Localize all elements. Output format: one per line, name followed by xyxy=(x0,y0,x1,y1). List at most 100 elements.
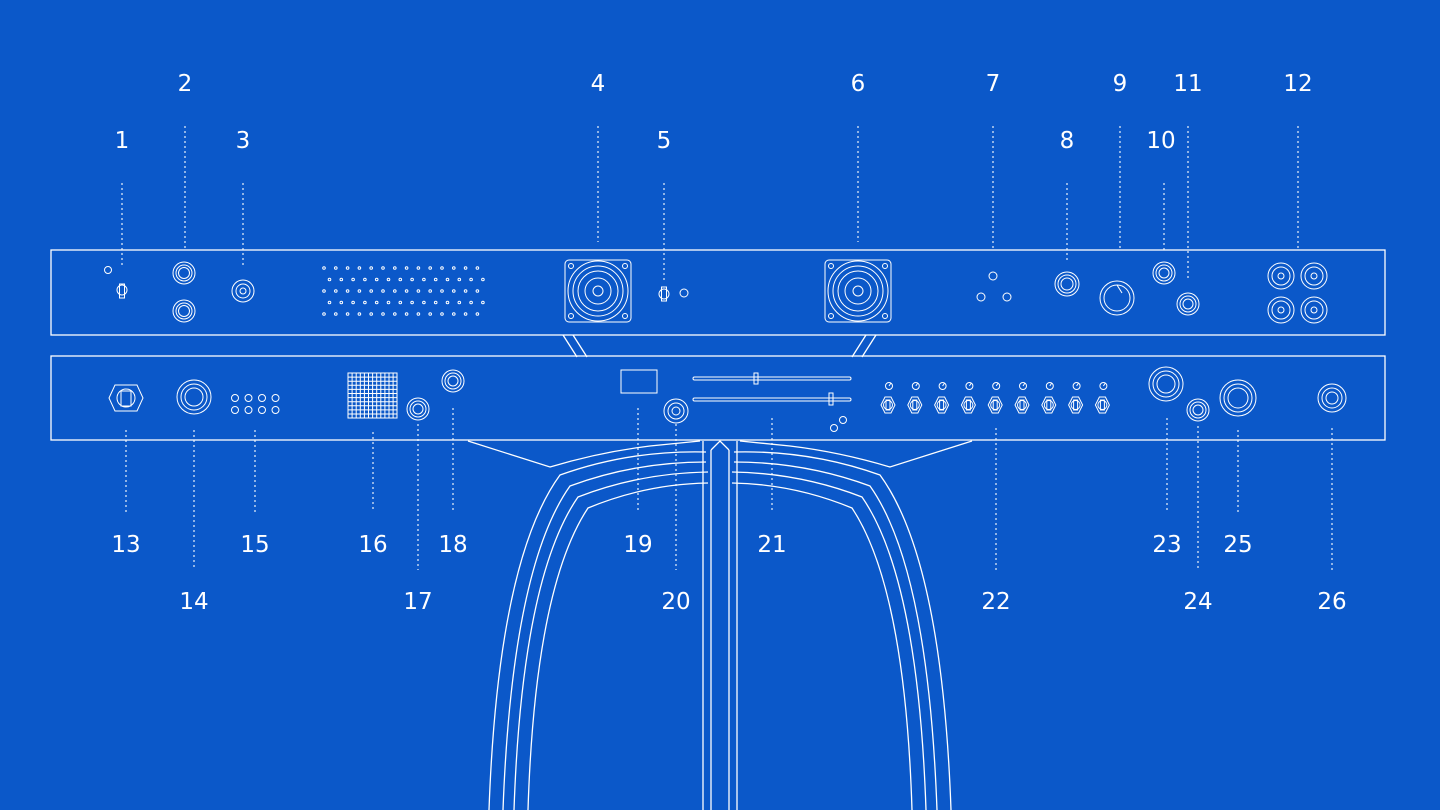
component-3-bnc-connector xyxy=(231,279,255,303)
grille-hole xyxy=(428,289,433,293)
component-16-display-grid xyxy=(347,372,398,419)
channel-toggle xyxy=(1094,382,1110,414)
component-21-faders xyxy=(692,372,852,432)
led xyxy=(231,406,239,414)
grille-hole xyxy=(416,312,421,316)
grille-hole xyxy=(440,266,444,270)
callout-5: 5 xyxy=(657,128,672,154)
grille-hole xyxy=(339,300,344,305)
component-2-jack-pair xyxy=(172,261,196,323)
component-4-speaker xyxy=(564,259,632,323)
component-25-jack xyxy=(1219,379,1257,417)
grille-hole xyxy=(393,266,397,270)
grille-hole xyxy=(440,312,444,316)
led xyxy=(271,394,280,402)
callout-2: 2 xyxy=(178,71,193,97)
grille-hole xyxy=(393,289,397,293)
grille-hole xyxy=(410,300,414,305)
grille-hole xyxy=(452,312,456,316)
grille-hole xyxy=(469,300,473,305)
grille-hole xyxy=(357,266,362,270)
grille-hole xyxy=(386,300,391,305)
callout-6: 6 xyxy=(851,71,866,97)
callout-1: 1 xyxy=(115,128,130,154)
callout-23: 23 xyxy=(1152,532,1181,558)
component-12-rca-quad xyxy=(1267,262,1328,324)
callout-3: 3 xyxy=(236,128,251,154)
grille-hole xyxy=(327,300,332,305)
grille-hole xyxy=(398,300,403,305)
grille-hole xyxy=(322,312,326,316)
grille-hole xyxy=(428,312,433,316)
top-panel xyxy=(50,249,1386,336)
bottom-panel xyxy=(50,355,1386,441)
component-5-toggle-and-led xyxy=(658,286,689,302)
grille-hole xyxy=(463,289,468,293)
grille-hole xyxy=(369,266,374,270)
callout-26: 26 xyxy=(1317,589,1346,615)
grille-hole xyxy=(433,300,438,305)
channel-toggle xyxy=(1068,382,1084,414)
led xyxy=(231,394,239,402)
grille-hole xyxy=(475,289,480,293)
channel-toggle xyxy=(907,382,923,414)
grille-hole xyxy=(381,312,385,316)
grille-hole xyxy=(357,289,362,293)
callout-7: 7 xyxy=(986,71,1001,97)
callout-18: 18 xyxy=(438,532,467,558)
grille-hole xyxy=(404,266,409,270)
callout-9: 9 xyxy=(1113,71,1128,97)
grille-hole xyxy=(369,312,374,316)
grille-hole xyxy=(322,266,326,270)
led xyxy=(258,406,266,414)
component-18-jack xyxy=(441,369,465,393)
grille-hole xyxy=(445,300,450,305)
grille-hole xyxy=(381,266,385,270)
grille-hole xyxy=(369,289,374,293)
grille-hole xyxy=(416,266,421,270)
grille-hole xyxy=(469,277,473,282)
grille-hole xyxy=(422,300,426,305)
callout-17: 17 xyxy=(403,589,432,615)
callout-20: 20 xyxy=(661,589,690,615)
grille-hole xyxy=(393,312,397,316)
grille-hole xyxy=(351,300,355,305)
grille-hole xyxy=(452,289,456,293)
component-1-led-and-toggle xyxy=(104,266,128,299)
grille-hole xyxy=(363,277,367,282)
callout-4: 4 xyxy=(591,71,606,97)
component-22-toggle-row xyxy=(880,382,1110,414)
callout-10: 10 xyxy=(1146,128,1175,154)
component-15-led-grid xyxy=(231,394,280,414)
leader-lines xyxy=(121,126,1333,570)
callout-24: 24 xyxy=(1183,589,1212,615)
component-24-jack xyxy=(1186,398,1210,422)
grille-hole xyxy=(410,277,414,282)
callout-19: 19 xyxy=(623,532,652,558)
grille-hole xyxy=(475,266,480,270)
callout-12: 12 xyxy=(1283,71,1312,97)
component-14-jack xyxy=(176,379,212,415)
grille-hole xyxy=(452,266,456,270)
grille-hole xyxy=(345,289,350,293)
grille-hole xyxy=(481,277,485,282)
grille-hole xyxy=(398,277,403,282)
grille-hole xyxy=(445,277,450,282)
channel-toggle xyxy=(960,382,976,414)
grille-hole xyxy=(463,266,468,270)
component-9-knob xyxy=(1099,280,1135,316)
grille-hole xyxy=(422,277,426,282)
component-7-led-triangle xyxy=(976,271,1012,302)
component-19-screen xyxy=(620,369,658,394)
grille-hole xyxy=(440,289,444,293)
callout-21: 21 xyxy=(757,532,786,558)
callout-13: 13 xyxy=(111,532,140,558)
stand xyxy=(467,334,973,810)
component-11-jack xyxy=(1176,292,1200,316)
grille-hole xyxy=(404,312,409,316)
component-13-power-switch xyxy=(108,384,144,412)
grille-hole xyxy=(322,289,326,293)
grille-hole xyxy=(351,277,355,282)
led xyxy=(244,406,253,414)
